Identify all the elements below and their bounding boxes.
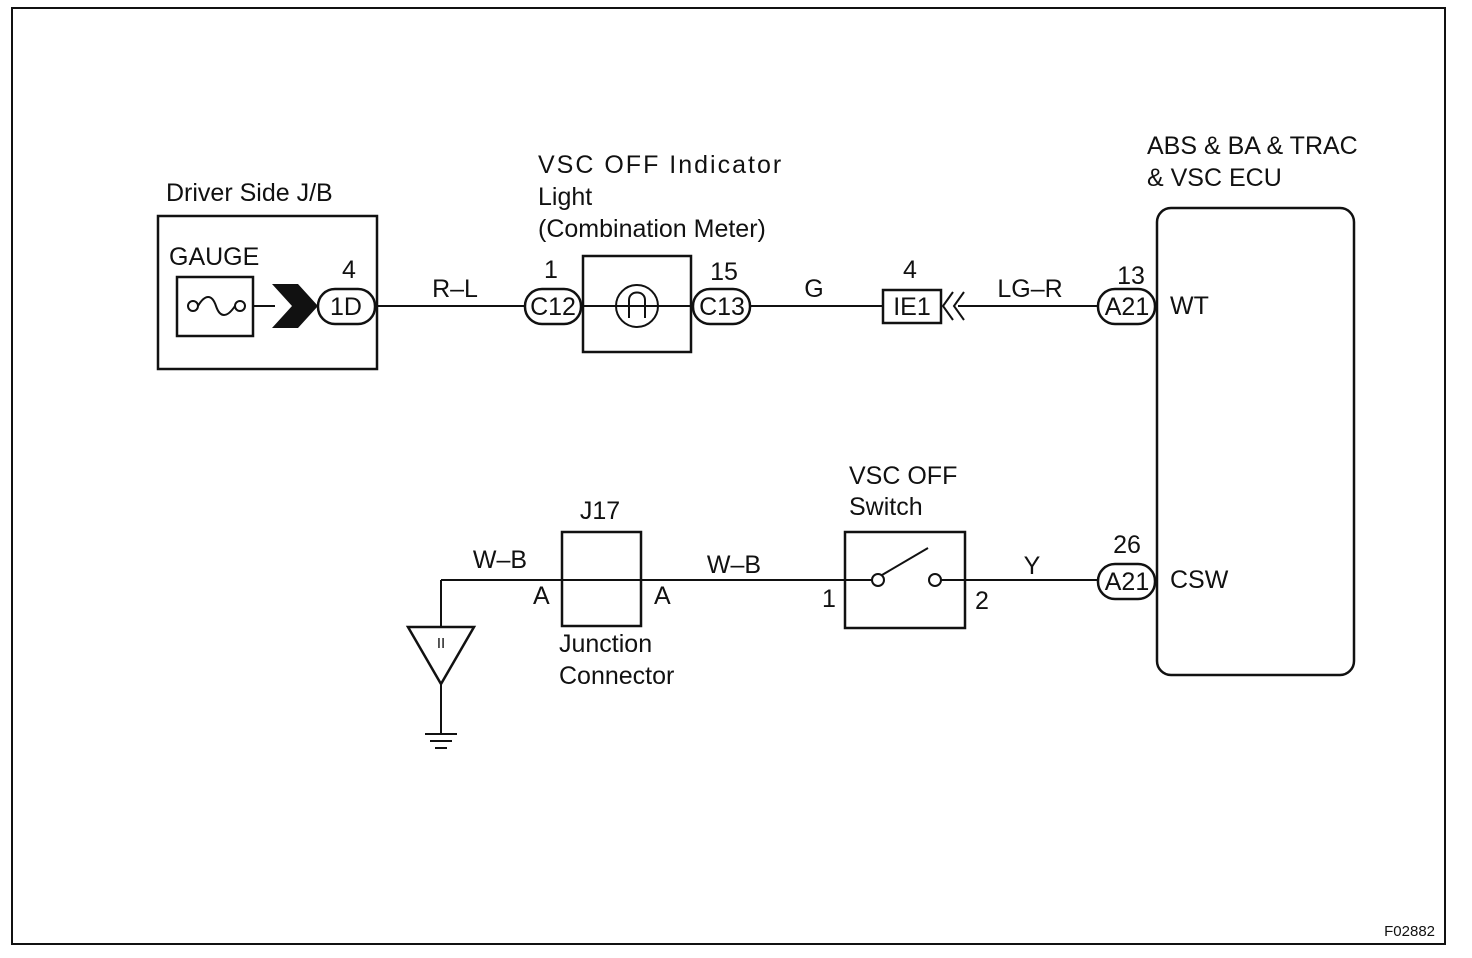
fuse-icon	[187, 296, 246, 316]
junction-pin-right: A	[654, 582, 671, 610]
connector-c13-pin: 15	[710, 258, 738, 286]
connector-ie1-pin: 4	[903, 256, 917, 284]
junction-title-1: Junction	[559, 630, 652, 658]
indicator-title-3: (Combination Meter)	[538, 215, 766, 243]
switch-icon	[845, 547, 965, 587]
switch-title-1: VSC OFF	[849, 462, 957, 490]
wire-y-label: Y	[1024, 552, 1041, 580]
figure-id: F02882	[1384, 923, 1435, 940]
connector-a21-bottom-code: A21	[1105, 568, 1149, 596]
diagram-border	[11, 7, 1446, 945]
indicator-light-box	[581, 254, 693, 354]
ecu-title-1: ABS & BA & TRAC	[1147, 132, 1358, 160]
connector-c12-code: C12	[530, 293, 576, 321]
lamp-icon	[615, 284, 659, 328]
wire-r-l-label: R–L	[432, 275, 478, 303]
connector-a21-bottom	[1096, 562, 1157, 601]
ie1-chevron-icon	[941, 291, 965, 321]
switch-title-2: Switch	[849, 493, 923, 521]
wire-w-b-right-label: W–B	[707, 551, 761, 579]
connector-c12-pin: 1	[544, 256, 558, 284]
ground-icon	[425, 684, 457, 749]
junction-id: J17	[580, 497, 620, 525]
connector-1d-pin: 4	[342, 256, 356, 284]
connector-ie1	[881, 288, 943, 325]
pin-wt: WT	[1170, 292, 1209, 320]
connector-a21-bottom-pin: 26	[1113, 531, 1141, 559]
switch-pin-1: 1	[822, 585, 836, 613]
switch-pin-2: 2	[975, 587, 989, 615]
connector-c12	[523, 287, 583, 326]
connector-a21-top-code: A21	[1105, 293, 1149, 321]
indicator-title-1: VSC OFF Indicator	[538, 151, 783, 179]
wire-w-b-left-label: W–B	[473, 546, 527, 574]
connector-1d-code: 1D	[330, 293, 362, 321]
connector-a21-top	[1096, 287, 1157, 326]
junction-title-2: Connector	[559, 662, 674, 690]
gauge-label: GAUGE	[169, 243, 259, 271]
ecu-box	[1155, 206, 1356, 677]
pin-csw: CSW	[1170, 566, 1229, 594]
ecu-title-2: & VSC ECU	[1147, 164, 1282, 192]
gauge-fuse-box	[175, 275, 255, 338]
indicator-title-2: Light	[538, 183, 592, 211]
jb-arrow-icon	[272, 284, 318, 328]
ground-point-icon	[405, 625, 477, 687]
connector-c13-code: C13	[699, 293, 745, 321]
wire-lg-r-label: LG–R	[997, 275, 1062, 303]
jb-title: Driver Side J/B	[166, 179, 333, 207]
wire-g-label: G	[804, 275, 823, 303]
ground-point-label: II	[437, 635, 445, 652]
junction-pin-left: A	[533, 582, 550, 610]
connector-a21-top-pin: 13	[1117, 262, 1145, 290]
connector-ie1-code: IE1	[893, 293, 931, 321]
connector-1d	[316, 287, 377, 326]
